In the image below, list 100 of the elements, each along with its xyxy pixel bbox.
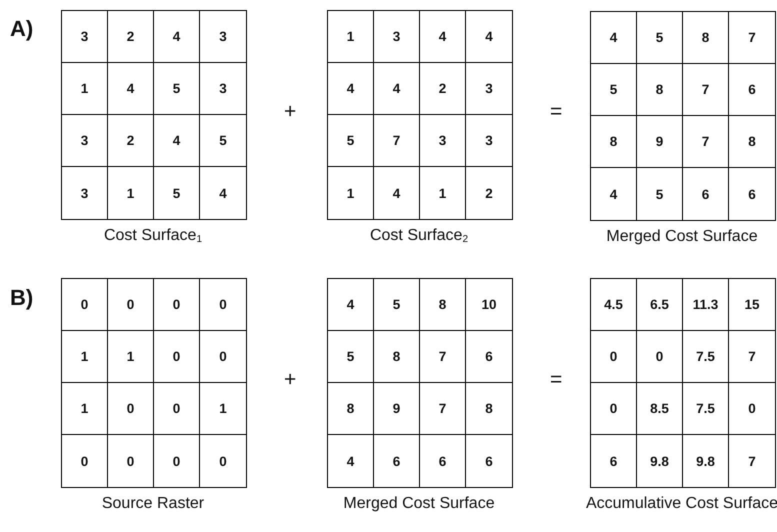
table-cell: 7: [374, 115, 420, 167]
table-cell: 0: [200, 279, 246, 331]
table-cell: 9: [637, 116, 683, 168]
table-cell: 10: [466, 279, 512, 331]
table-cell: 8: [637, 64, 683, 116]
grid-table: [61, 10, 247, 220]
table-cell-text: 2: [484, 184, 494, 202]
table-cell: 4: [466, 11, 512, 63]
grid-caption: Accumulative Cost Surface: [584, 494, 777, 513]
grid-caption: Source Raster: [100, 494, 206, 513]
table-cell: 3: [62, 167, 108, 219]
table-cell: 8: [683, 12, 729, 64]
table-cell: 1: [62, 383, 108, 435]
table-cell: 5: [374, 279, 420, 331]
table-cell: 0: [108, 383, 154, 435]
table-cell: 5: [328, 115, 374, 167]
grid-table: [590, 278, 776, 488]
table-cell: 11.3: [683, 279, 729, 331]
table-cell: 6: [420, 435, 466, 487]
table-cell: 6: [729, 64, 775, 116]
table-cell: 0: [62, 435, 108, 487]
table-cell: 7.5: [683, 383, 729, 435]
table-cell: 9: [374, 383, 420, 435]
table-cell: 1: [108, 167, 154, 219]
table-cell: 6.5: [637, 279, 683, 331]
table-cell: 3: [62, 11, 108, 63]
table-cell: 4: [591, 168, 637, 220]
table-cell: 4: [328, 279, 374, 331]
table-cell-text: 6: [484, 452, 494, 470]
table-cell: 0: [154, 383, 200, 435]
table-cell: 3: [374, 11, 420, 63]
table-cell: 0: [591, 383, 637, 435]
table-cell: 1: [328, 167, 374, 219]
table-cell: 7: [729, 331, 775, 383]
table-cell: 15: [729, 279, 775, 331]
panel-label: B): [10, 285, 34, 311]
table-cell: 4.5: [591, 279, 637, 331]
plus-sign: +: [284, 368, 296, 392]
grid-caption: Merged Cost Surface: [605, 227, 759, 246]
table-cell: 4: [328, 63, 374, 115]
table-cell: 5: [154, 63, 200, 115]
table-cell: 4: [328, 435, 374, 487]
grid-caption: Merged Cost Surface: [342, 494, 496, 513]
table-cell: 7: [683, 64, 729, 116]
table-cell: 5: [637, 12, 683, 64]
table-cell: 6: [466, 331, 512, 383]
table-cell: 3: [200, 11, 246, 63]
plus-sign: +: [284, 100, 296, 124]
table-cell-text: 4: [218, 184, 228, 202]
table-cell: 8: [729, 116, 775, 168]
table-cell-text: 7: [747, 452, 757, 470]
table-cell: 7: [683, 116, 729, 168]
table-cell: 7.5: [683, 331, 729, 383]
table-cell: 5: [328, 331, 374, 383]
table-cell: 0: [154, 435, 200, 487]
table-cell: 2: [108, 11, 154, 63]
table-cell: 6: [374, 435, 420, 487]
table-cell: 2: [420, 63, 466, 115]
table-cell: 7: [420, 331, 466, 383]
table-cell: 3: [466, 63, 512, 115]
table-cell: 8.5: [637, 383, 683, 435]
grid-caption: Cost Surface$_{2}$: [368, 226, 470, 247]
table-cell: 0: [729, 383, 775, 435]
table-cell: 4: [374, 167, 420, 219]
table-cell: 9.8: [683, 435, 729, 487]
table-cell-text: 0: [218, 452, 228, 470]
table-cell: 1: [62, 331, 108, 383]
table-cell: 9.8: [637, 435, 683, 487]
table-cell: 5: [200, 115, 246, 167]
table-cell: 0: [591, 331, 637, 383]
table-cell: 8: [374, 331, 420, 383]
table-cell: 1: [328, 11, 374, 63]
grid-table: [327, 10, 513, 220]
table-cell: 8: [466, 383, 512, 435]
table-cell: 3: [466, 115, 512, 167]
table-cell: 1: [420, 167, 466, 219]
table-cell: 0: [200, 331, 246, 383]
table-cell: 1: [62, 63, 108, 115]
grid-table: [327, 278, 513, 488]
equals-sign: =: [550, 368, 562, 392]
table-cell: 3: [200, 63, 246, 115]
panel-label: A): [10, 16, 34, 42]
table-cell: 4: [420, 11, 466, 63]
table-cell: 8: [420, 279, 466, 331]
table-cell: 4: [154, 11, 200, 63]
table-cell: 3: [62, 115, 108, 167]
table-cell: 2: [108, 115, 154, 167]
table-cell: 6: [591, 435, 637, 487]
table-cell: 8: [328, 383, 374, 435]
equals-sign: =: [550, 100, 562, 124]
table-cell: 8: [591, 116, 637, 168]
table-cell: 1: [108, 331, 154, 383]
grid-table: [61, 278, 247, 488]
table-cell: 7: [420, 383, 466, 435]
table-cell-text: 6: [747, 186, 757, 204]
grid-caption: Cost Surface$_{1}$: [102, 226, 204, 247]
table-cell: 7: [729, 12, 775, 64]
table-cell: 1: [200, 383, 246, 435]
table-cell: 0: [108, 279, 154, 331]
table-cell: 5: [637, 168, 683, 220]
